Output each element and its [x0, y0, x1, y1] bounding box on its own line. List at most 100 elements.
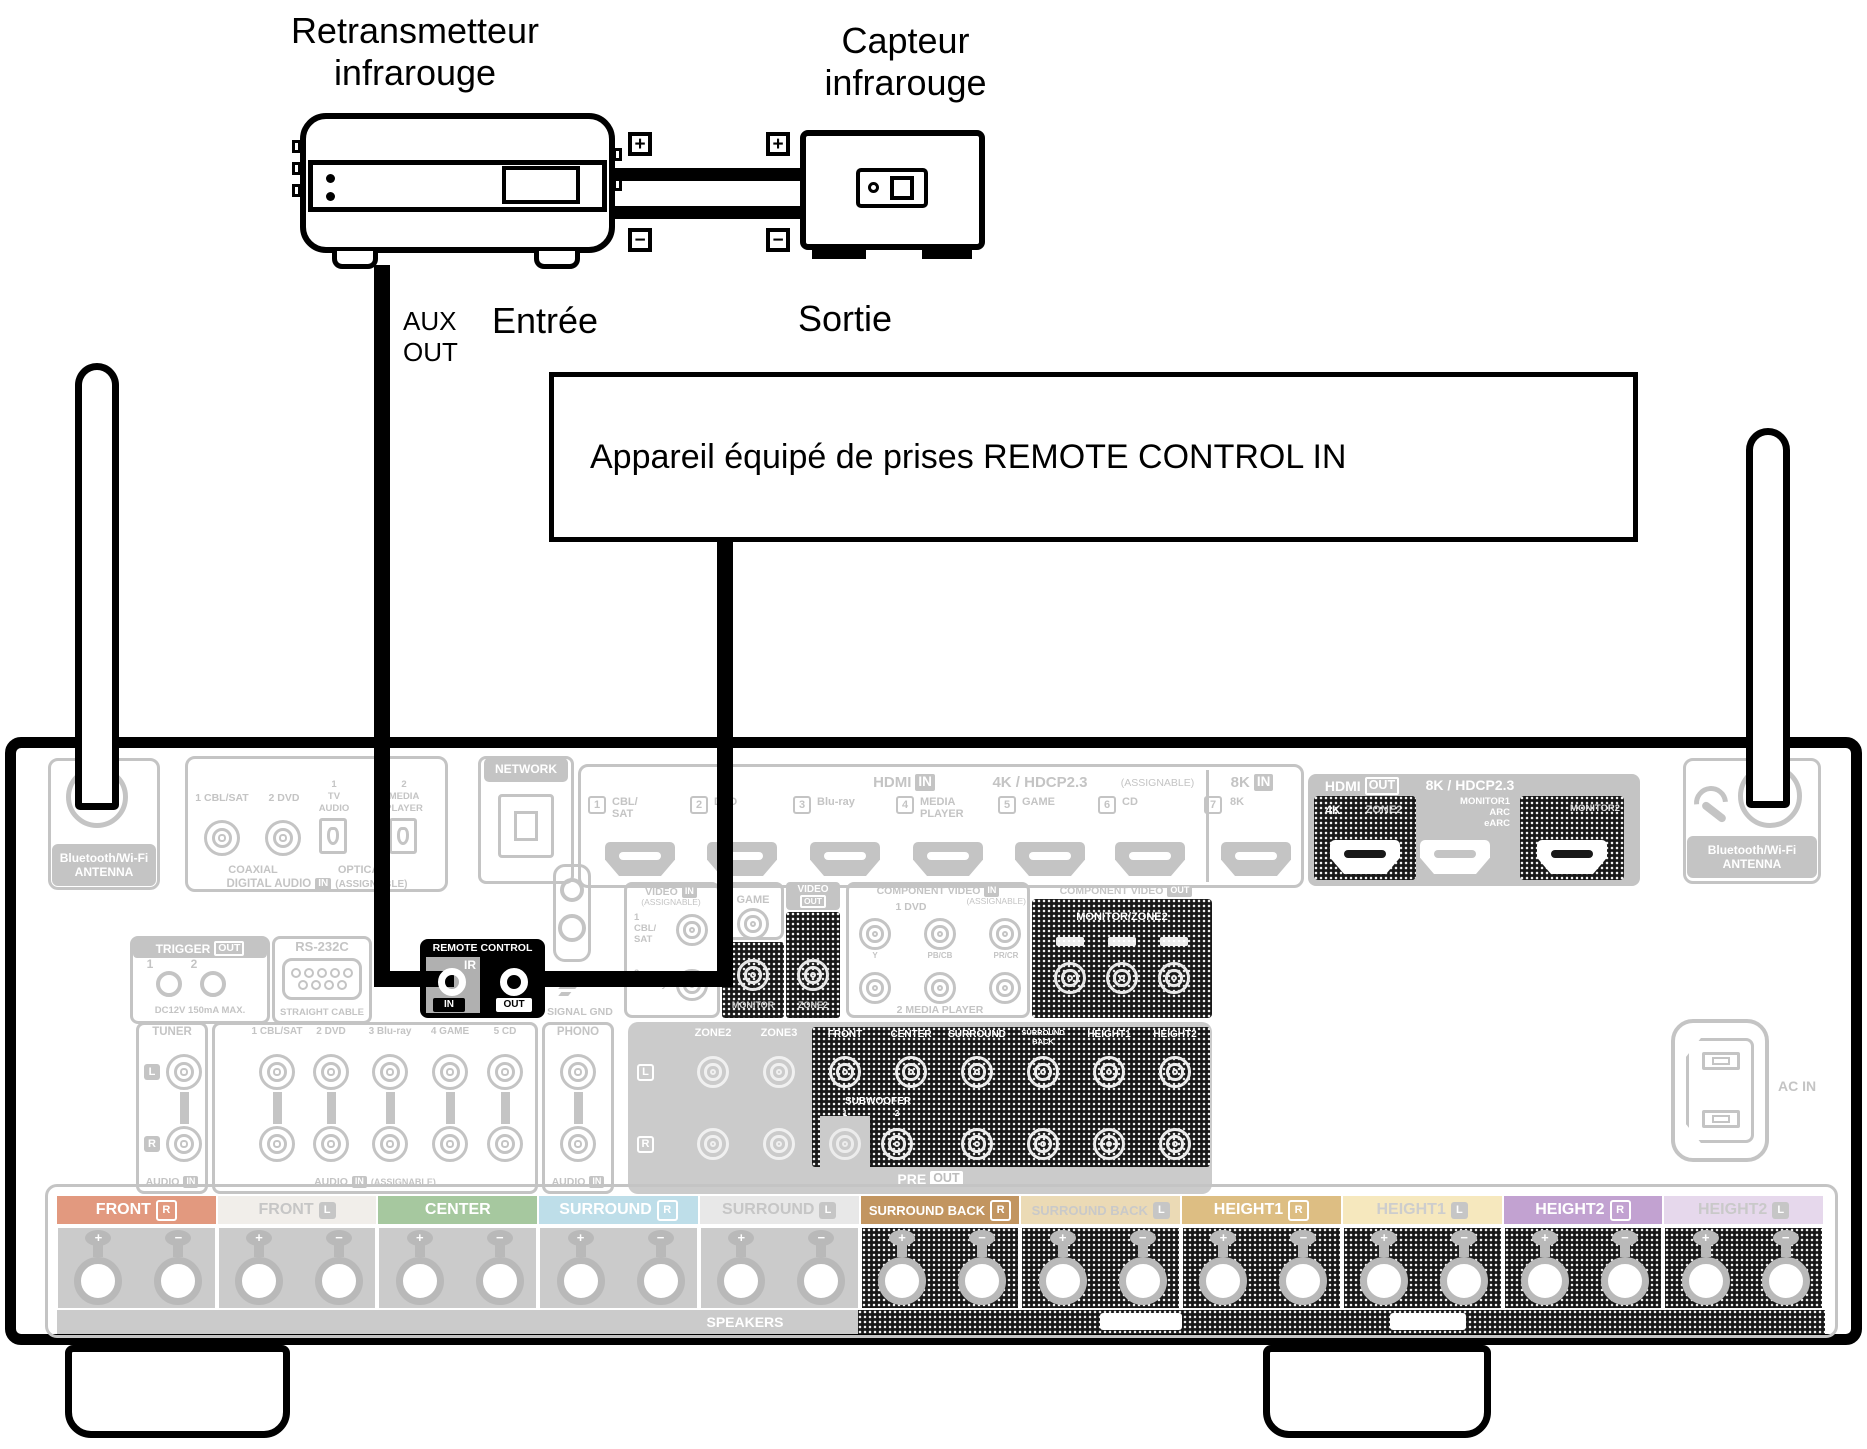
binding-post-ring-icon	[1118, 1257, 1167, 1305]
binding-post-ring-icon	[1600, 1257, 1649, 1305]
sensor-eye-icon	[868, 182, 879, 193]
video-game-label: GAME	[736, 894, 770, 906]
preout-jack-icon	[961, 1128, 993, 1160]
binding-post-neck-icon	[1298, 1245, 1309, 1257]
preout-zone3-label: ZONE3	[760, 1027, 798, 1039]
binding-post-neck-icon	[1379, 1245, 1390, 1257]
speaker-terminal-block: +−	[379, 1228, 537, 1308]
rs232c-note-label: STRAIGHT CABLE	[280, 1007, 364, 1018]
speaker-terminal-block: +−	[1183, 1228, 1340, 1308]
binding-post-ring-icon	[74, 1257, 123, 1305]
coaxial-jack-icon	[265, 820, 301, 856]
preout-subwoofer-label: SUBWOOFER	[844, 1096, 912, 1107]
binding-post-ring-icon	[556, 1257, 605, 1305]
video-zone2-label: ZONE2	[797, 1000, 828, 1010]
preout-jack-icon	[895, 1056, 927, 1088]
component-out-mark	[1056, 937, 1084, 946]
component-jack-icon	[989, 918, 1021, 950]
binding-post-cap-icon: −	[486, 1230, 513, 1246]
preout-zone2-label: ZONE2	[694, 1027, 732, 1039]
audio-column-label: 2 DVD	[316, 1026, 346, 1037]
binding-post-ring-icon	[154, 1257, 203, 1305]
hdmi-port-icon	[1115, 842, 1185, 876]
ac-pin-icon	[1702, 1110, 1740, 1128]
component-jack-icon	[859, 918, 891, 950]
retransmitter-label-line1: Retransmetteur	[290, 10, 540, 51]
binding-post-neck-icon	[1700, 1245, 1711, 1257]
ir-in-cable-horizontal	[374, 971, 454, 987]
preout-jack-icon	[1159, 1056, 1191, 1088]
hdmi-port-number: 5	[998, 796, 1016, 814]
audio-jack-stem	[446, 1092, 455, 1124]
audio-jack-stem	[180, 1092, 189, 1124]
ir-in-cable-vertical	[374, 265, 390, 987]
audio-jack-icon	[313, 1126, 349, 1162]
binding-post-neck-icon	[1539, 1245, 1550, 1257]
component-jack-icon	[1158, 962, 1190, 994]
binding-post-cap-icon: +	[728, 1230, 755, 1246]
binding-post-neck-icon	[414, 1245, 425, 1257]
binding-post-neck-icon	[976, 1245, 987, 1257]
hdmi-port-number: 3	[793, 796, 811, 814]
hdmi-port-number: 6	[1098, 796, 1116, 814]
component-out-mark	[1160, 937, 1188, 946]
component-in-note-label: (ASSIGNABLE)	[966, 896, 1026, 906]
assignable-amp-chip	[1390, 1313, 1466, 1330]
binding-post-neck-icon	[494, 1245, 505, 1257]
binding-post-ring-icon	[877, 1257, 926, 1305]
trigger-note-label: DC12V 150mA MAX.	[154, 1005, 246, 1016]
preout-jack-icon	[697, 1056, 729, 1088]
digital-audio-block	[185, 756, 448, 892]
preout-jack-icon	[1027, 1056, 1059, 1088]
binding-post-cap-icon: −	[647, 1230, 674, 1246]
hdmi-out-monitor2-tile: MONITOR2	[1520, 796, 1624, 880]
signal-gnd-terminal-icon	[553, 864, 591, 962]
binding-post-cap-icon: −	[968, 1230, 995, 1246]
speaker-terminal-block: +−	[1022, 1228, 1180, 1308]
optical-jack-inner-icon	[397, 827, 409, 845]
preout-column-label: SURROUND BACK	[1021, 1028, 1065, 1046]
video-monitor-label: MONITOR	[731, 1000, 775, 1010]
sortie-label: Sortie	[798, 298, 893, 339]
preout-jack-icon	[1159, 1128, 1191, 1160]
retransmitter-nub-icon	[292, 140, 301, 153]
audio-column-label: 5 CD	[493, 1026, 517, 1037]
preout-l-badge: L	[637, 1064, 654, 1081]
plus-terminal-icon: +	[628, 132, 652, 156]
binding-post-neck-icon	[1218, 1245, 1229, 1257]
hdmi-port-number: 2	[690, 796, 708, 814]
receiver-foot-right	[1263, 1345, 1491, 1438]
optical-jack-icon	[319, 818, 347, 854]
binding-post-neck-icon	[575, 1245, 586, 1257]
audio-jack-icon	[259, 1126, 295, 1162]
binding-post-cap-icon: −	[165, 1230, 192, 1246]
remote-ir-in-jack-icon	[438, 968, 466, 996]
retransmitter-label-line2: infrarouge	[333, 52, 497, 93]
ac-inlet-inner-icon	[1686, 1038, 1754, 1143]
binding-post-neck-icon	[1137, 1245, 1148, 1257]
network-block	[478, 756, 574, 884]
binding-post-cap-icon: +	[85, 1230, 112, 1246]
binding-post-ring-icon	[1199, 1257, 1248, 1305]
video-in-note-label: (ASSIGNABLE)	[641, 897, 701, 907]
speaker-terminal-block: +−	[1343, 1228, 1501, 1308]
audio-jack-icon	[166, 1126, 202, 1162]
ir-sensor-device	[800, 130, 985, 250]
preout-sub2-number: 2	[894, 1109, 900, 1118]
ac-pin-slot-icon	[1712, 1115, 1730, 1123]
ir-out-cable-vertical	[717, 542, 733, 987]
hdmi-out-4k-label: 4K	[1325, 803, 1341, 817]
preout-hatch-area	[812, 1027, 1210, 1167]
audio-column-label: 1 CBL/SAT	[251, 1026, 303, 1037]
audio-jack-stem	[501, 1092, 510, 1124]
audio-column-label: 4 GAME	[430, 1026, 470, 1037]
trigger-jack-icon	[200, 971, 226, 997]
